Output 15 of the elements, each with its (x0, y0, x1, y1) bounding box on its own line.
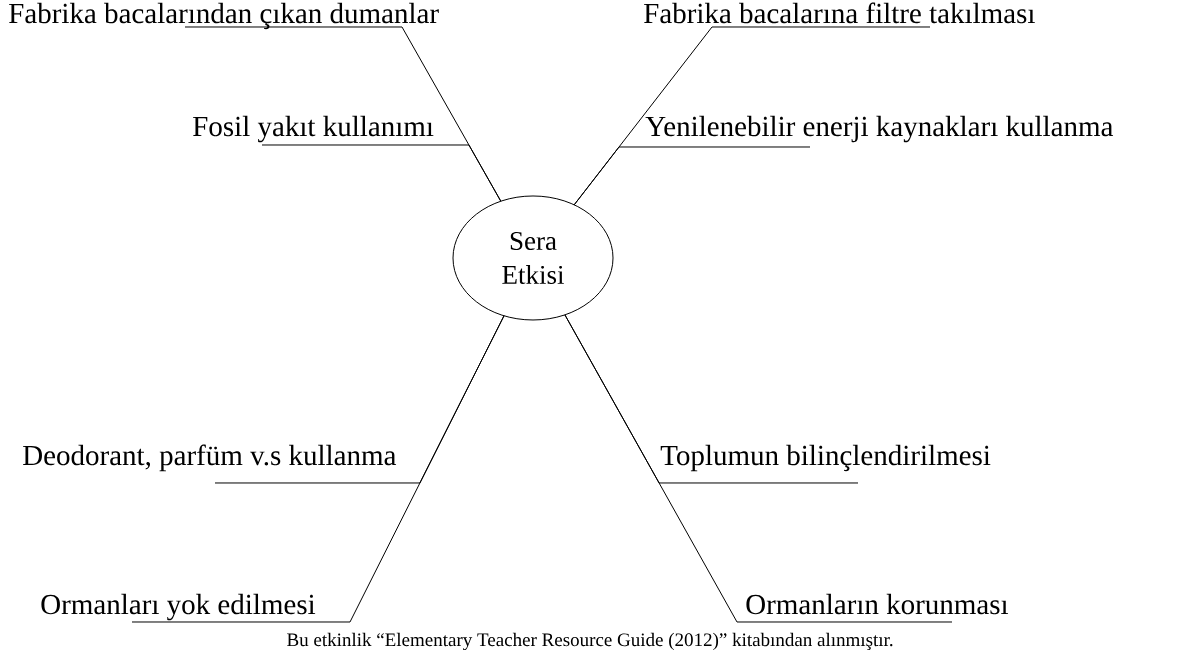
connector-line (573, 146, 811, 206)
branch-text: Ormanları yok edilmesi (41, 593, 316, 621)
branch-text: Fosil yakıt kullanımı (193, 115, 434, 143)
ellipse-node (452, 195, 614, 321)
branch-text: Toplumun bilinçlendirilmesi (660, 444, 991, 472)
connector-line (564, 314, 953, 623)
branch-text: Deodorant, parfüm v.s kullanma (23, 444, 397, 472)
branch-text: Fabrika bacalarına filtre takılması (644, 2, 1035, 24)
connector-line (261, 144, 502, 202)
connector-line (131, 315, 505, 623)
branch-text: Ormanların korunması (746, 593, 1009, 615)
branch-text: Fabrika bacalarından çıkan dumanlar (9, 2, 439, 30)
caption: Bu etkinlik “Elementary Teacher Resource Guide (2012)” kitabından alınmıştır. (287, 632, 893, 651)
node-label: Sera Etkisi (502, 231, 564, 285)
branch-text: Yenilenebilir enerji kaynakları kullanma (645, 115, 1114, 143)
